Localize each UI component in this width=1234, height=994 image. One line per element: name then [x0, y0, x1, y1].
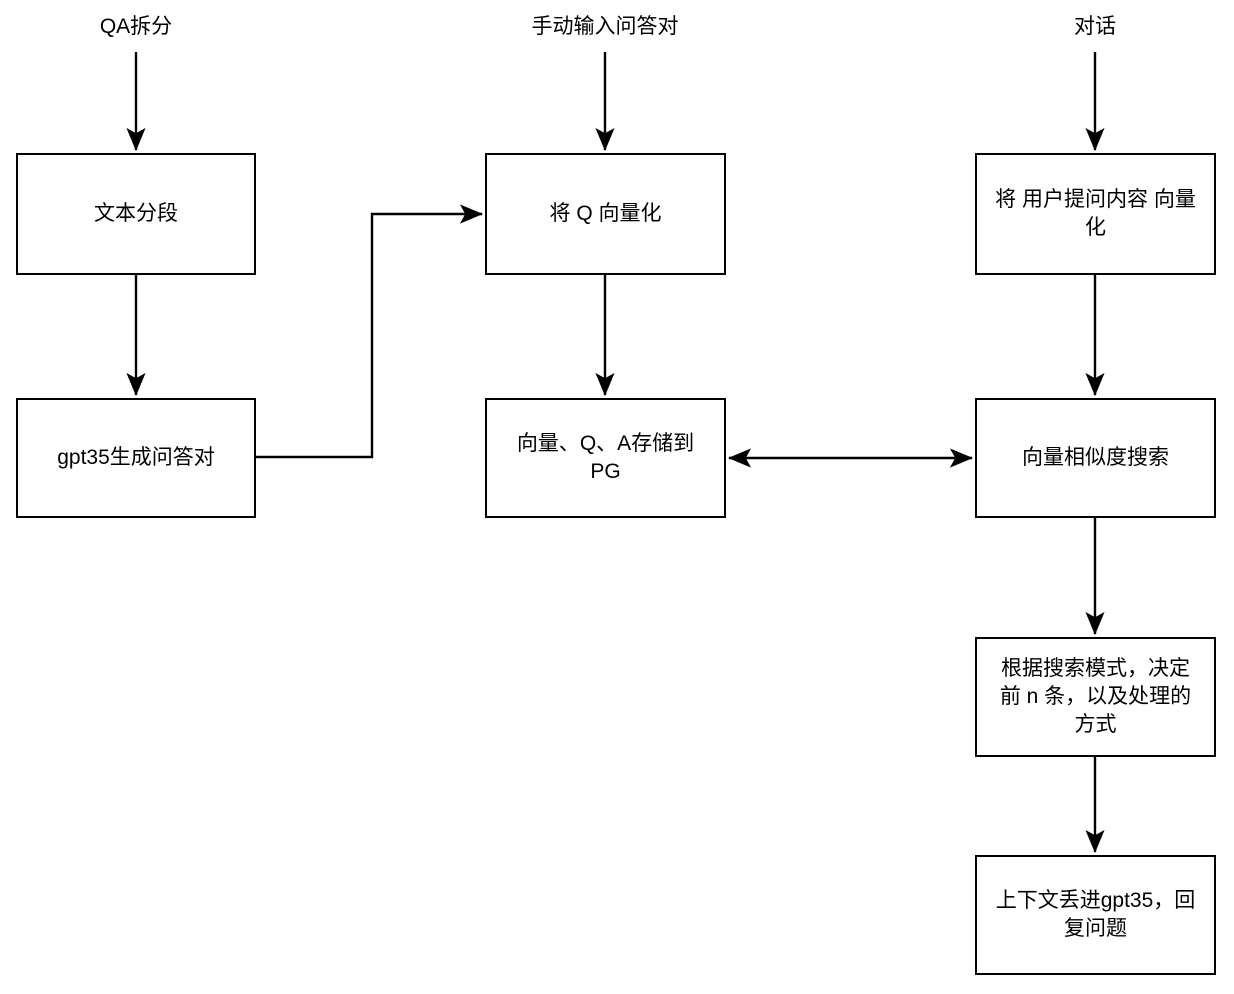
- edge-gpt35-to-vectorize-q: [256, 204, 483, 459]
- source-label-manual-input: 手动输入问答对: [531, 15, 679, 38]
- node-search-mode-decide[interactable]: 根据搜索模式，决定 前 n 条，以及处理的 方式: [975, 637, 1216, 757]
- node-context-to-gpt35[interactable]: 上下文丢进gpt35，回 复问题: [975, 855, 1216, 975]
- node-text-segmentation[interactable]: 文本分段: [16, 153, 256, 275]
- node-gpt35-generate-qa[interactable]: gpt35生成问答对: [16, 398, 256, 518]
- source-label-qa-split: QA拆分: [99, 15, 173, 38]
- node-vectorize-user-question[interactable]: 将 用户提问内容 向量 化: [975, 153, 1216, 275]
- node-vectorize-q[interactable]: 将 Q 向量化: [485, 153, 726, 275]
- source-label-dialogue: 对话: [1074, 15, 1116, 38]
- node-vector-similarity-search[interactable]: 向量相似度搜索: [975, 398, 1216, 518]
- node-store-to-pg[interactable]: 向量、Q、A存储到 PG: [485, 398, 726, 518]
